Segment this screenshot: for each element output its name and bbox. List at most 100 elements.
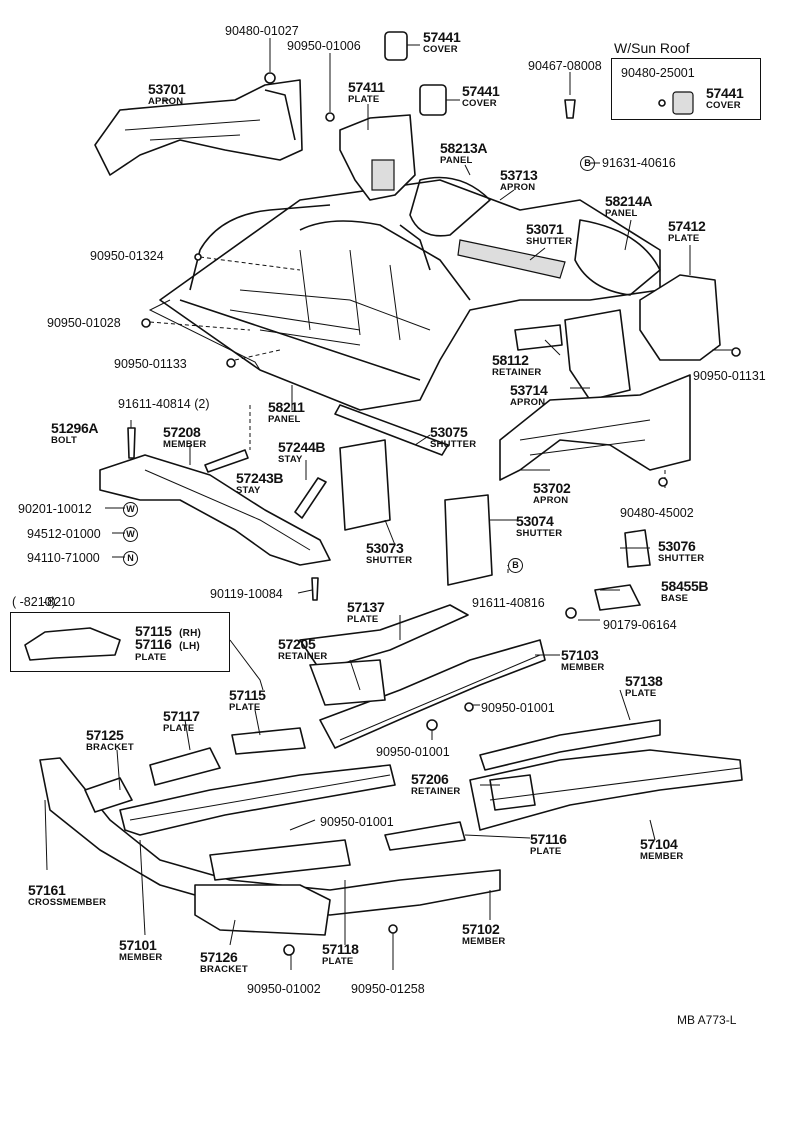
label-91631-40616: 91631-40616	[602, 156, 676, 170]
part-name: MEMBER	[462, 936, 506, 947]
part-name: MEMBER	[163, 439, 207, 450]
label-57206: 57206 RETAINER	[411, 772, 460, 797]
label-90950-01001-a: 90950-01001	[481, 701, 555, 715]
inset-box	[10, 612, 230, 672]
part-name: RETAINER	[492, 367, 542, 378]
sunroof-bolt-label: 90480-25001	[621, 66, 695, 80]
label-57161: 57161 CROSSMEMBER	[28, 883, 106, 908]
part-number: 53714	[510, 382, 548, 398]
apron-right-drawing	[499, 274, 721, 481]
label-57116: 57116 PLATE	[530, 832, 567, 857]
label-90201-10012: 90201-10012	[18, 502, 92, 516]
label-90480-45002: 90480-45002	[620, 506, 694, 520]
part-name: PANEL	[440, 155, 473, 166]
part-number: 53713	[500, 167, 538, 183]
part-number: 57125	[86, 727, 124, 743]
label-57138: 57138 PLATE	[625, 673, 663, 699]
part-number: 58112	[492, 352, 529, 368]
part-name: BASE	[661, 593, 689, 604]
part-name: MEMBER	[561, 662, 605, 673]
label-57411: 57411 PLATE	[348, 80, 385, 105]
label-91611-40816: 91611-40816	[472, 596, 545, 610]
part-name: COVER	[462, 98, 497, 109]
part-name: CROSSMEMBER	[28, 897, 107, 908]
part-number: 57411	[348, 79, 385, 95]
nut-symbol: N	[123, 551, 138, 566]
part-name: MEMBER	[119, 952, 163, 963]
part-number: 57116	[135, 636, 172, 652]
part-number: 57116	[530, 831, 567, 847]
label-57101: 57101 MEMBER	[119, 938, 162, 963]
label-90950-01028: 90950-01028	[47, 316, 121, 330]
label-58214A: 58214A PANEL	[605, 193, 653, 219]
part-number: 58213A	[440, 140, 488, 156]
part-name: PLATE	[668, 233, 700, 244]
label-57243B: 57243B STAY	[236, 471, 284, 496]
part-name: STAY	[236, 485, 261, 496]
part-number: 57117	[163, 708, 200, 724]
part-number: 57412	[668, 218, 706, 234]
label-58112: 58112 RETAINER	[492, 353, 541, 378]
label-90950-01258: 90950-01258	[351, 982, 425, 996]
washer-symbol: B	[508, 558, 523, 573]
label-94512-01000: 94512-01000	[27, 527, 101, 541]
part-name: BRACKET	[86, 742, 134, 753]
part-name: APRON	[533, 495, 569, 506]
part-number: 57102	[462, 921, 500, 937]
label-90179-06164: 90179-06164	[603, 618, 677, 632]
part-number: 57206	[411, 771, 449, 787]
part-number: 57441	[423, 29, 461, 45]
part-number: 57118	[322, 941, 359, 957]
part-number: 58455B	[661, 578, 709, 594]
label-94110-71000: 94110-71000	[27, 551, 100, 565]
part-name: MEMBER	[640, 851, 684, 862]
part-name: RETAINER	[411, 786, 461, 797]
part-number: 57115	[135, 623, 172, 639]
label-58213A: 58213A PANEL	[440, 140, 488, 166]
label-51296A: 51296A BOLT	[51, 420, 99, 446]
label-53714: 53714 APRON	[510, 382, 548, 408]
label-57117: 57117 PLATE	[163, 709, 200, 734]
part-number: 57138	[625, 673, 663, 689]
part-number: 58214A	[605, 193, 653, 209]
part-number: 57208	[163, 424, 201, 440]
part-number: 51296A	[51, 420, 99, 436]
part-number: 53071	[526, 221, 564, 237]
label-57104: 57104 MEMBER	[640, 837, 683, 862]
part-number: 57205	[278, 636, 316, 652]
fasteners	[127, 72, 741, 956]
part-name: PANEL	[268, 414, 301, 425]
part-name: STAY	[278, 454, 303, 465]
label-57244B: 57244B STAY	[278, 440, 326, 465]
label-53073: 53073 SHUTTER	[366, 541, 412, 566]
label-53701: 53701 APRON	[148, 81, 186, 107]
part-name: PLATE	[322, 956, 354, 967]
shutter-53075-drawing	[334, 404, 449, 456]
part-number: 53701	[148, 81, 186, 97]
part-number: 57441	[706, 85, 744, 101]
label-91611-40814: 91611-40814 (2)	[118, 397, 210, 411]
sunroof-box	[611, 58, 761, 120]
part-name: COVER	[706, 100, 741, 111]
label-90119-10084: 90119-10084	[210, 587, 283, 601]
part-number: 57115	[229, 687, 266, 703]
label-90950-01002: 90950-01002	[247, 982, 321, 996]
label-90950-01001-c: 90950-01001	[320, 815, 394, 829]
label-57412: 57412 PLATE	[668, 218, 706, 244]
label-58455B: 58455B BASE	[661, 578, 709, 604]
part-number: 57101	[119, 937, 157, 953]
washer-symbol: B	[580, 156, 595, 171]
inset-rh-label: 57115 (RH)	[135, 624, 201, 640]
washer-symbol: W	[123, 502, 138, 517]
part-number: 53075	[430, 424, 468, 440]
plate-57411-drawing	[339, 31, 694, 201]
part-number: 53073	[366, 540, 404, 556]
part-side: (RH)	[179, 628, 202, 639]
part-number: 58211	[268, 399, 305, 415]
label-90950-01001-b: 90950-01001	[376, 745, 450, 759]
washer-symbol: W	[123, 527, 138, 542]
sunroof-cover-label: 57441 COVER	[706, 85, 744, 111]
inset-plate-name: PLATE	[135, 652, 166, 663]
